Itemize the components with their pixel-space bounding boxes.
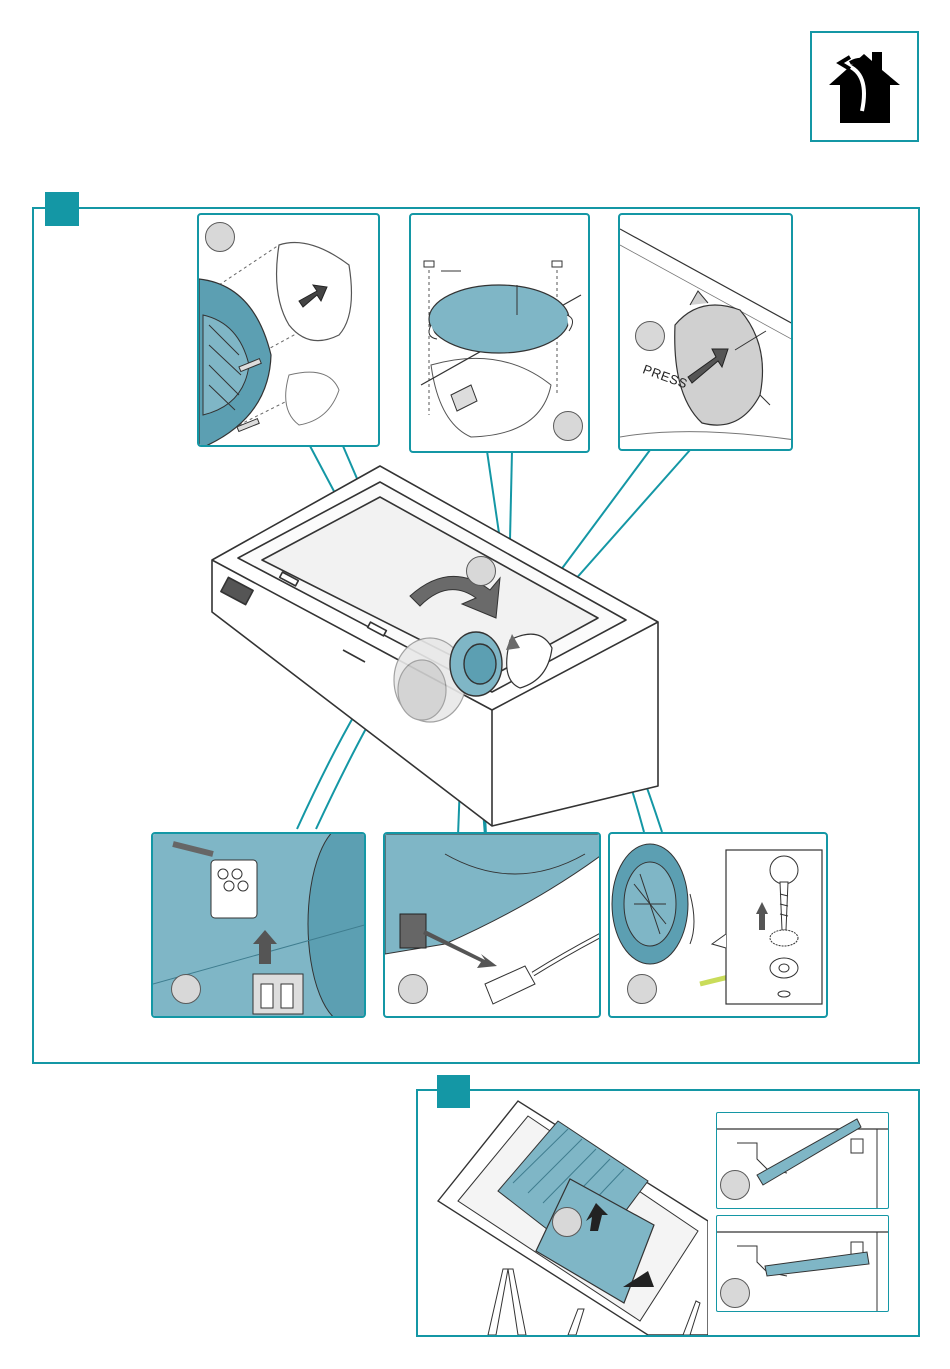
step-circle-4 — [171, 974, 201, 1004]
step-circle-7 — [552, 1207, 582, 1237]
step-circle-3 — [635, 321, 665, 351]
step-circle-9 — [720, 1278, 750, 1308]
step-circle-2 — [553, 411, 583, 441]
detail-press-cover: PRESS — [618, 213, 793, 451]
detail-connector-plug — [151, 832, 366, 1018]
step-circle-5 — [398, 974, 428, 1004]
detail-cover-plate — [409, 213, 590, 453]
detail-filter-angle-1 — [716, 1112, 889, 1209]
detail-ground-screw — [608, 832, 828, 1018]
step-circle-main — [466, 556, 496, 586]
detail-filter-angle-2 — [716, 1215, 889, 1312]
step-circle-6 — [627, 974, 657, 1004]
step-circle-1 — [205, 222, 235, 252]
filter-install-illustration — [418, 1091, 708, 1335]
step-circle-8 — [720, 1170, 750, 1200]
detail-fan-mount — [197, 213, 380, 447]
detail-power-cable — [383, 832, 601, 1018]
